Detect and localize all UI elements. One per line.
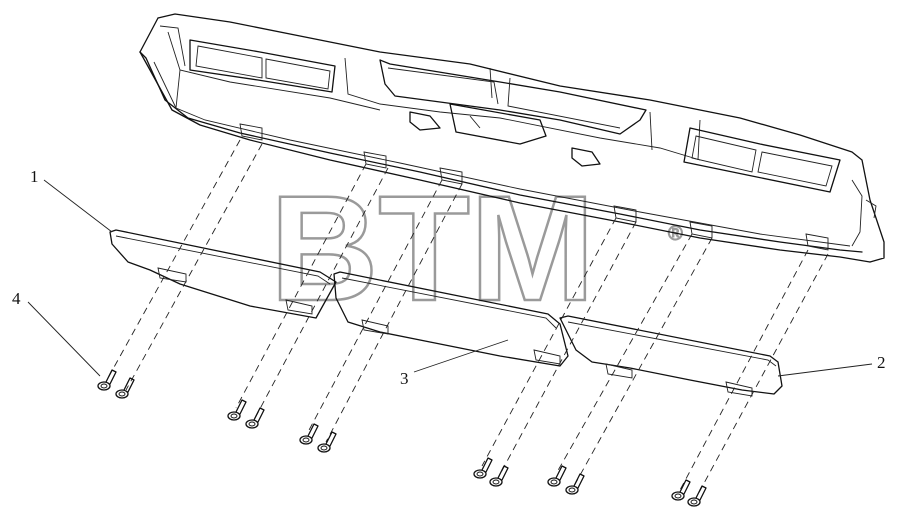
trim-panel-3 [333,271,569,367]
screw-9 [547,465,567,487]
callout-1: 1 [30,167,39,186]
screw-11 [671,479,691,501]
callout-labels: 1 2 3 4 [12,167,886,388]
callout-leaders [27,179,873,377]
callout-4: 4 [12,289,21,308]
screw-10 [565,473,585,495]
screw-4 [245,407,265,429]
screw-1 [97,369,117,391]
screw-5 [299,423,319,445]
screw-2 [115,377,135,399]
trim-panel-2 [559,315,783,397]
watermark-text: BTM [270,164,595,332]
watermark: BTM ® [269,163,684,334]
screw-12 [687,485,707,507]
upper-console-housing [139,13,885,263]
callout-2: 2 [877,353,886,372]
watermark-registered-mark: ® [668,223,683,245]
callout-3: 3 [400,369,409,388]
screw-3 [227,399,247,421]
alignment-lines [107,139,829,499]
screws [97,369,707,507]
screw-8 [489,465,509,487]
screw-7 [473,457,493,479]
screw-6 [317,431,337,453]
